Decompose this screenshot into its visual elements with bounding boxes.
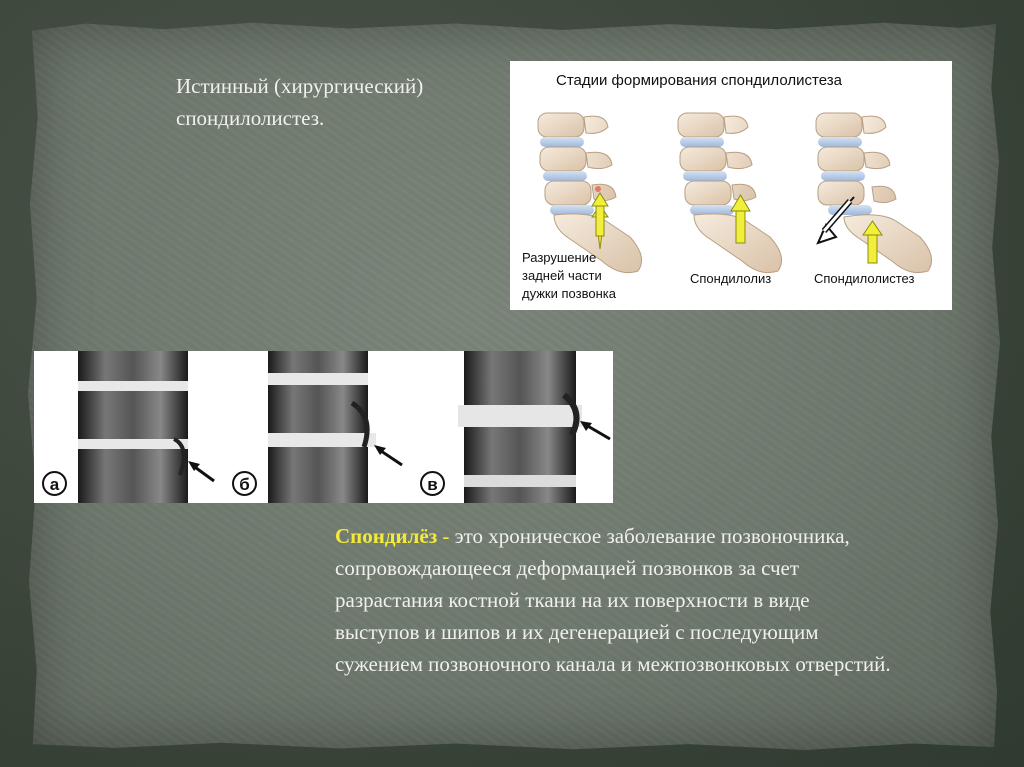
xray-panel-b bbox=[268, 351, 403, 503]
caption-stage-2: Спондилолиз bbox=[690, 271, 772, 286]
spine-stage-1 bbox=[537, 112, 643, 274]
spondylolisthesis-stages-figure: Стадии формирования спондилолистеза bbox=[510, 61, 952, 310]
definition-term: Спондилёз bbox=[335, 524, 438, 548]
xray-figure: а б в bbox=[34, 351, 613, 503]
spine-illustration bbox=[537, 112, 933, 274]
xray-panel-c bbox=[458, 351, 611, 503]
spine-stage-2 bbox=[677, 112, 783, 274]
xray-label-b: б bbox=[232, 471, 257, 496]
xray-label-c: в bbox=[420, 471, 445, 496]
xray-images bbox=[78, 351, 611, 503]
xray-panel-a bbox=[78, 351, 215, 503]
spine-stage-3 bbox=[815, 112, 933, 274]
intro-text: Истинный (хирургический) спондилолистез. bbox=[176, 74, 424, 130]
caption-stage-1: Разрушение задней части дужки позвонка bbox=[522, 250, 616, 301]
definition-paragraph: Спондилёз - это хроническое заболевание … bbox=[335, 520, 895, 680]
definition-text: это хроническое заболевание позвоночника… bbox=[335, 524, 891, 676]
figure-title: Стадии формирования спондилолистеза bbox=[556, 72, 842, 89]
caption-stage-3: Спондилолистез bbox=[814, 271, 915, 286]
xray-label-a: а bbox=[42, 471, 67, 496]
definition-dash: - bbox=[437, 524, 455, 548]
